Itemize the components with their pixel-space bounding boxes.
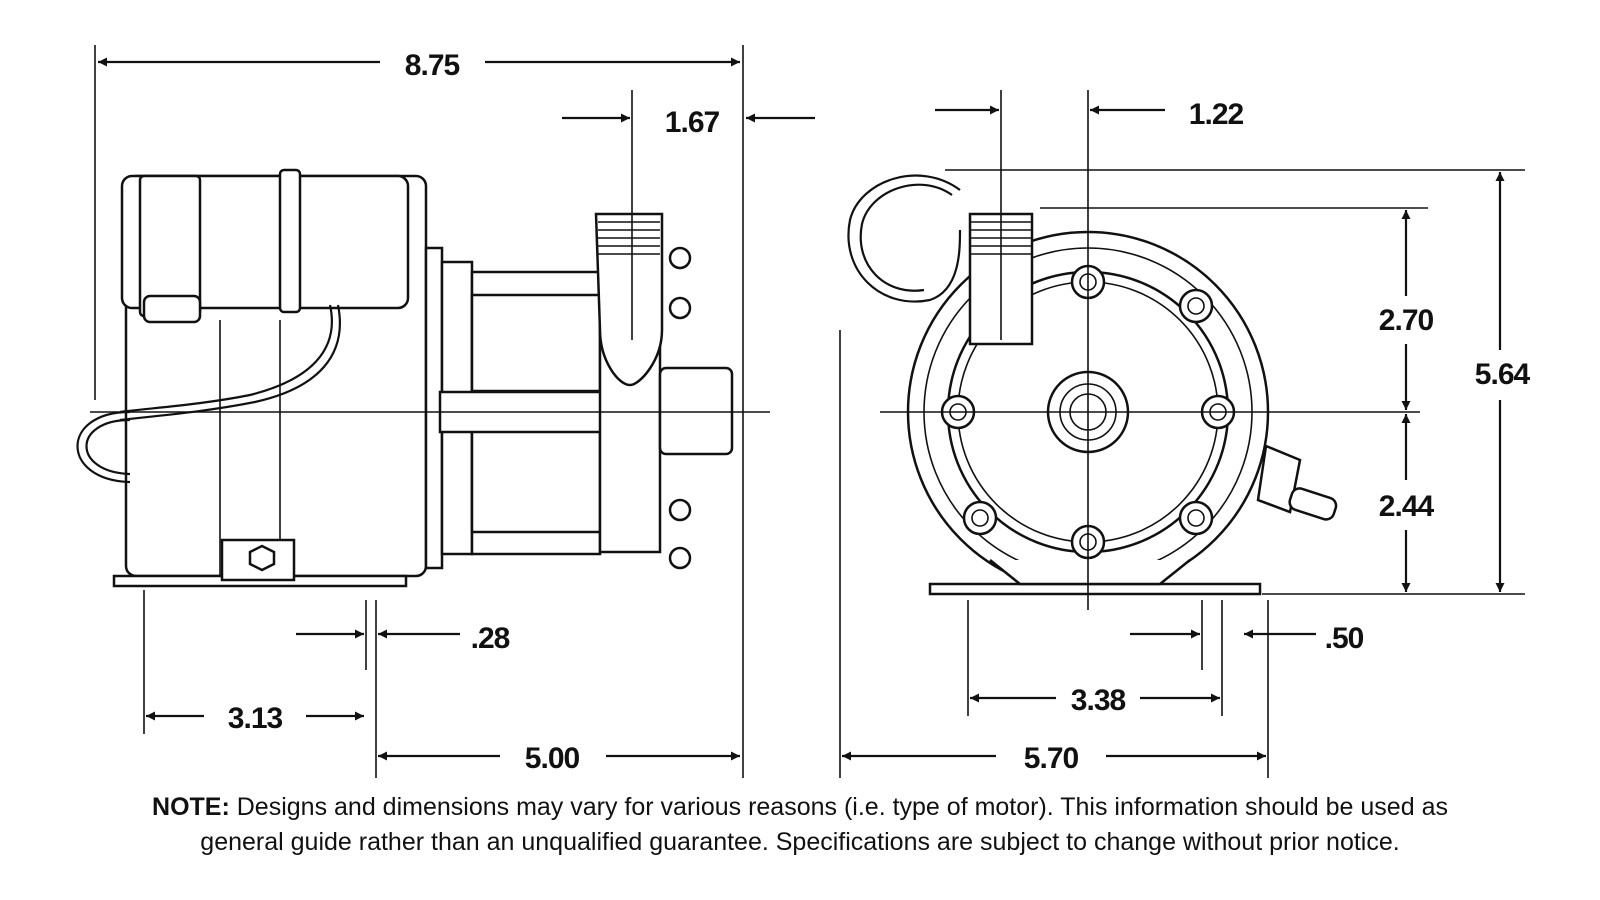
power-cord: [76, 410, 131, 484]
dimension-labels: 8.75 1.67 1.22 .28 .50 3.13 5.00 3.38 5.…: [228, 49, 1532, 775]
dim-outlet-offset-side: 1.67: [665, 106, 720, 139]
dim-mount-hole-spacing: 3.38: [1071, 684, 1126, 717]
dim-center-to-outlet: 2.70: [1379, 304, 1434, 337]
side-view: [76, 168, 770, 588]
note-line-1: NOTE: Designs and dimensions may vary fo…: [30, 790, 1570, 825]
dim-base-gap-front: .50: [1325, 622, 1364, 655]
pump-dimension-drawing: 8.75 1.67 1.22 .28 .50 3.13 5.00 3.38 5.…: [76, 45, 1532, 778]
front-view: [847, 90, 1420, 610]
note-label: NOTE:: [152, 793, 230, 821]
dim-overall-height: 5.64: [1475, 358, 1531, 391]
dim-overall-length: 8.75: [405, 49, 460, 82]
dim-slot-to-front: 5.00: [525, 742, 580, 775]
dimension-lines: [94, 45, 1525, 778]
front-power-cord: [847, 174, 962, 303]
dim-center-to-base: 2.44: [1379, 490, 1435, 523]
note-line-2: general guide rather than an unqualified…: [200, 828, 1400, 856]
disclaimer-note: NOTE: Designs and dimensions may vary fo…: [30, 790, 1570, 860]
dim-base-gap-side: .28: [471, 622, 510, 655]
dim-foot-to-slot: 3.13: [228, 702, 283, 735]
dim-outlet-offset-front: 1.22: [1189, 98, 1244, 131]
dim-overall-width: 5.70: [1024, 742, 1079, 775]
front-base: [928, 582, 1262, 596]
outlet-nozzle: [594, 212, 664, 387]
note-text-1: Designs and dimensions may vary for vari…: [236, 793, 1448, 821]
